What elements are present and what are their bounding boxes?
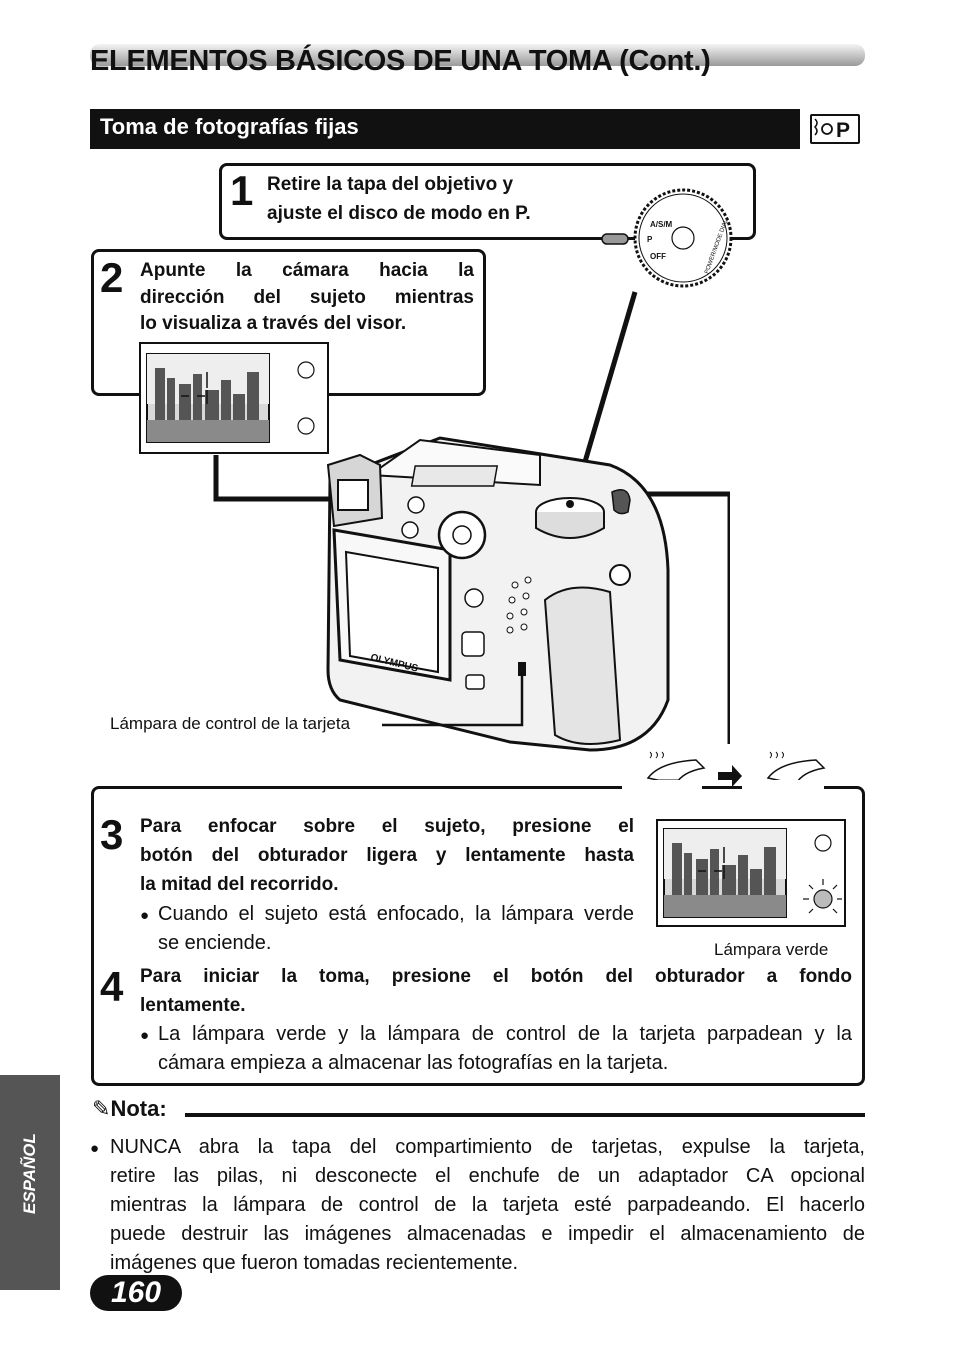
step3-bullet: ● Cuando el sujeto está enfocado, la lám… xyxy=(140,900,634,958)
box-gap xyxy=(622,780,702,792)
step3-text-line3: la mitad del recorrido. xyxy=(140,874,339,895)
step2-text-line3: lo visualiza a través del visor. xyxy=(140,313,407,334)
step4-bullet-line2: cámara empieza a almacenar las fotografí… xyxy=(158,1052,669,1074)
step3-text-line1: Para enfocar sobre el sujeto, presione e… xyxy=(140,816,634,837)
nota-heading: ✎Nota: xyxy=(92,1096,167,1122)
step3-bullet-line1: Cuando el sujeto está enfocado, la lámpa… xyxy=(158,903,634,925)
viewfinder-green-lamp-view xyxy=(656,819,846,927)
nota-line2: retire las pilas, ni desconecte el enchu… xyxy=(110,1165,865,1187)
nota-line4: puede destruir las imágenes almacenadas … xyxy=(110,1223,865,1245)
step1-text-line1: Retire la tapa del objetivo y xyxy=(267,174,514,195)
green-lamp-label: Lámpara verde xyxy=(714,940,829,959)
page-number-pill xyxy=(90,1275,182,1311)
camera-illustration: OLYMPUS xyxy=(213,291,730,752)
language-label: ESPAÑOL xyxy=(20,1133,39,1214)
nota-bullet: ● NUNCA abra la tapa del compartimiento … xyxy=(90,1133,865,1278)
step2-text-line2: dirección del sujeto mientras xyxy=(140,287,474,308)
nota-rule xyxy=(185,1113,865,1117)
camera-p-mode-icon: P xyxy=(810,114,860,144)
nota-line5: imágenes que fueron tomadas recientement… xyxy=(110,1252,519,1274)
step4-number: 4 xyxy=(100,963,124,1010)
dial-label-p: P xyxy=(647,235,653,244)
dial-label-off: OFF xyxy=(650,252,666,261)
svg-text:P: P xyxy=(836,119,850,142)
step4-text-line1: Para iniciar la toma, presione el botón … xyxy=(140,966,852,987)
step3-bullet-line2: se enciende. xyxy=(158,932,272,954)
language-side-tab xyxy=(0,1075,60,1290)
section-title-bar xyxy=(90,109,800,149)
step4-bullet-line1: La lámpara verde y la lámpara de control… xyxy=(158,1023,852,1045)
section-title: Toma de fotografías fijas xyxy=(100,114,359,139)
step3-text-line2: botón del obturador ligera y lentamente … xyxy=(140,845,634,866)
page-number: 160 xyxy=(110,1276,162,1309)
nota-label: Nota: xyxy=(110,1096,167,1121)
title-underline-bar xyxy=(90,44,865,66)
step2-number: 2 xyxy=(100,254,124,301)
viewfinder-view xyxy=(139,342,329,454)
mode-dial-illustration: A/S/M P OFF POWER/MODE DIAL xyxy=(601,188,733,288)
step1-text-line2: ajuste el disco de modo en P. xyxy=(267,203,531,224)
step3-number: 3 xyxy=(100,811,124,858)
dial-label-asm: A/S/M xyxy=(650,220,673,229)
nota-line3: mientras la lámpara de control de la tar… xyxy=(110,1194,865,1216)
step4-bullet: ● La lámpara verde y la lámpara de contr… xyxy=(140,1020,852,1078)
box-gap xyxy=(742,780,824,792)
card-lamp-label: Lámpara de control de la tarjeta xyxy=(110,714,351,733)
step2-text-line1: Apunte la cámara hacia la xyxy=(140,260,474,281)
step4-text-line2: lentamente. xyxy=(140,995,246,1016)
pencil-icon: ✎ xyxy=(92,1096,111,1121)
step1-number: 1 xyxy=(230,167,254,214)
nota-line1: NUNCA abra la tapa del compartimiento de… xyxy=(110,1136,865,1158)
page-title: ELEMENTOS BÁSICOS DE UNA TOMA (Cont.) xyxy=(90,45,711,77)
